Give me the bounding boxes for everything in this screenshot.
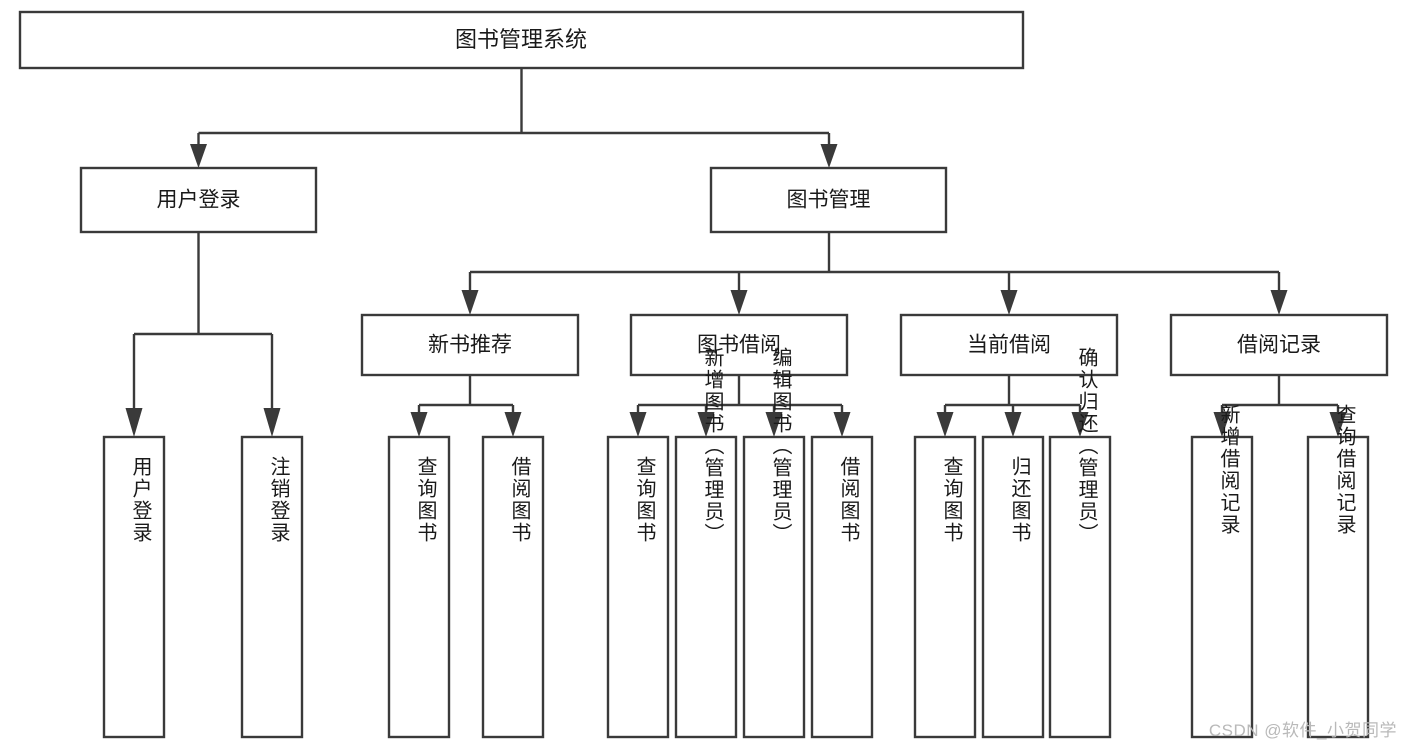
node-leaf-newbook-borrow-box (481, 435, 545, 739)
node-leaf-current-return-box (981, 435, 1045, 739)
node-root-box (18, 10, 1025, 70)
node-leaf-newbook-query[interactable]: 查询图书 (387, 435, 451, 739)
node-leaf-current-query-box (913, 435, 977, 739)
node-new-book-recommend-box (360, 313, 580, 377)
connector-group-book-borrow (629, 375, 851, 437)
node-leaf-borrow-book[interactable]: 借阅图书 (810, 435, 874, 739)
arrow-icon-newbook-2 (504, 412, 522, 437)
node-leaf-borrow-query[interactable]: 查询图书 (606, 435, 670, 739)
node-new-book-recommend-label: 新书推荐 (428, 334, 512, 357)
connector-group-borrow-record (1213, 375, 1347, 437)
node-new-book-recommend[interactable]: 新书推荐 (360, 313, 580, 377)
node-leaf-current-query[interactable]: 查询图书 (913, 435, 977, 739)
connector-group-current-borrow (936, 375, 1089, 437)
node-root-system[interactable]: 图书管理系统 (18, 10, 1025, 70)
arrow-icon-bookborrow-3 (765, 412, 783, 437)
node-user-login-box (79, 166, 318, 234)
node-leaf-record-add-label: 新增借阅记录 (1217, 404, 1240, 536)
node-leaf-borrow-add-book-label: 新增图书（管理员） (701, 347, 724, 545)
node-current-borrow-label: 当前借阅 (967, 334, 1051, 357)
node-leaf-logout-box (240, 435, 304, 739)
node-leaf-user-login[interactable]: 用户登录 (102, 435, 166, 739)
arrow-icon-currentborrow-1 (936, 412, 954, 437)
node-book-management[interactable]: 图书管理 (709, 166, 948, 234)
node-current-borrow[interactable]: 当前借阅 (899, 313, 1119, 377)
node-leaf-borrow-query-label: 查询图书 (633, 456, 656, 544)
node-leaf-borrow-edit-book[interactable]: 编辑图书（管理员） (742, 347, 806, 739)
arrow-icon-to-borrow (730, 290, 748, 315)
connector-group-bookmgmt (461, 232, 1288, 315)
arrow-icon-borrowrecord-1 (1213, 412, 1231, 437)
node-leaf-current-confirm-return[interactable]: 确认归还（管理员） (1048, 347, 1112, 739)
node-leaf-newbook-query-box (387, 435, 451, 739)
arrow-icon-bookborrow-2 (697, 412, 715, 437)
node-leaf-record-query-box (1306, 435, 1370, 739)
node-leaf-current-confirm-return-box (1048, 435, 1112, 739)
arrow-icon-bookborrow-1 (629, 412, 647, 437)
node-leaf-newbook-query-label: 查询图书 (414, 456, 437, 544)
connector-group-user-login (125, 232, 281, 437)
arrow-icon-currentborrow-3 (1071, 412, 1089, 437)
node-leaf-borrow-edit-book-label: 编辑图书（管理员） (769, 347, 792, 545)
arrow-icon-to-newbook (461, 290, 479, 315)
node-book-borrow[interactable]: 图书借阅 (629, 313, 849, 377)
node-leaf-newbook-borrow-label: 借阅图书 (508, 456, 531, 544)
node-current-borrow-box (899, 313, 1119, 377)
arrow-icon-newbook-1 (410, 412, 428, 437)
node-book-borrow-box (629, 313, 849, 377)
node-book-borrow-label: 图书借阅 (697, 334, 781, 357)
node-leaf-current-return[interactable]: 归还图书 (981, 435, 1045, 739)
node-root-label: 图书管理系统 (455, 27, 587, 52)
node-leaf-borrow-book-label: 借阅图书 (837, 456, 860, 544)
node-user-login[interactable]: 用户登录 (79, 166, 318, 234)
node-leaf-current-return-label: 归还图书 (1008, 456, 1031, 544)
node-leaf-borrow-query-box (606, 435, 670, 739)
node-leaf-record-add-box (1190, 435, 1254, 739)
arrow-icon-bookborrow-4 (833, 412, 851, 437)
node-user-login-label: 用户登录 (157, 189, 241, 212)
node-leaf-user-login-label: 用户登录 (129, 456, 152, 544)
arrow-icon-userlogin-1 (125, 408, 143, 437)
node-leaf-borrow-edit-book-box (742, 435, 806, 739)
node-leaf-current-query-label: 查询图书 (940, 456, 963, 544)
arrow-icon-currentborrow-2 (1004, 412, 1022, 437)
node-leaf-user-login-box (102, 435, 166, 739)
arrow-icon-to-current (1000, 290, 1018, 315)
node-book-management-label: 图书管理 (787, 189, 871, 212)
node-leaf-logout-label: 注销登录 (267, 456, 290, 544)
node-leaf-borrow-add-book[interactable]: 新增图书（管理员） (674, 347, 738, 739)
connector-group-new-book (410, 375, 522, 437)
node-borrow-record-label: 借阅记录 (1237, 334, 1321, 357)
node-leaf-logout[interactable]: 注销登录 (240, 435, 304, 739)
node-book-management-box (709, 166, 948, 234)
arrow-icon-userlogin-2 (263, 408, 281, 437)
node-leaf-borrow-book-box (810, 435, 874, 739)
connector-group-root (190, 68, 838, 168)
arrow-icon-borrowrecord-2 (1329, 412, 1347, 437)
node-leaf-current-confirm-return-label: 确认归还（管理员） (1075, 347, 1098, 545)
node-borrow-record[interactable]: 借阅记录 (1169, 313, 1389, 377)
node-leaf-newbook-borrow[interactable]: 借阅图书 (481, 435, 545, 739)
node-leaf-record-query-label: 查询借阅记录 (1333, 404, 1356, 536)
node-borrow-record-box (1169, 313, 1389, 377)
arrow-icon-root-to-login (190, 144, 207, 168)
node-leaf-borrow-add-book-box (674, 435, 738, 739)
node-leaf-record-query[interactable]: 查询借阅记录 (1306, 404, 1370, 739)
node-leaf-record-add[interactable]: 新增借阅记录 (1190, 404, 1254, 739)
arrow-icon-to-record (1270, 290, 1288, 315)
arrow-icon-root-to-bookmgmt (820, 144, 838, 168)
